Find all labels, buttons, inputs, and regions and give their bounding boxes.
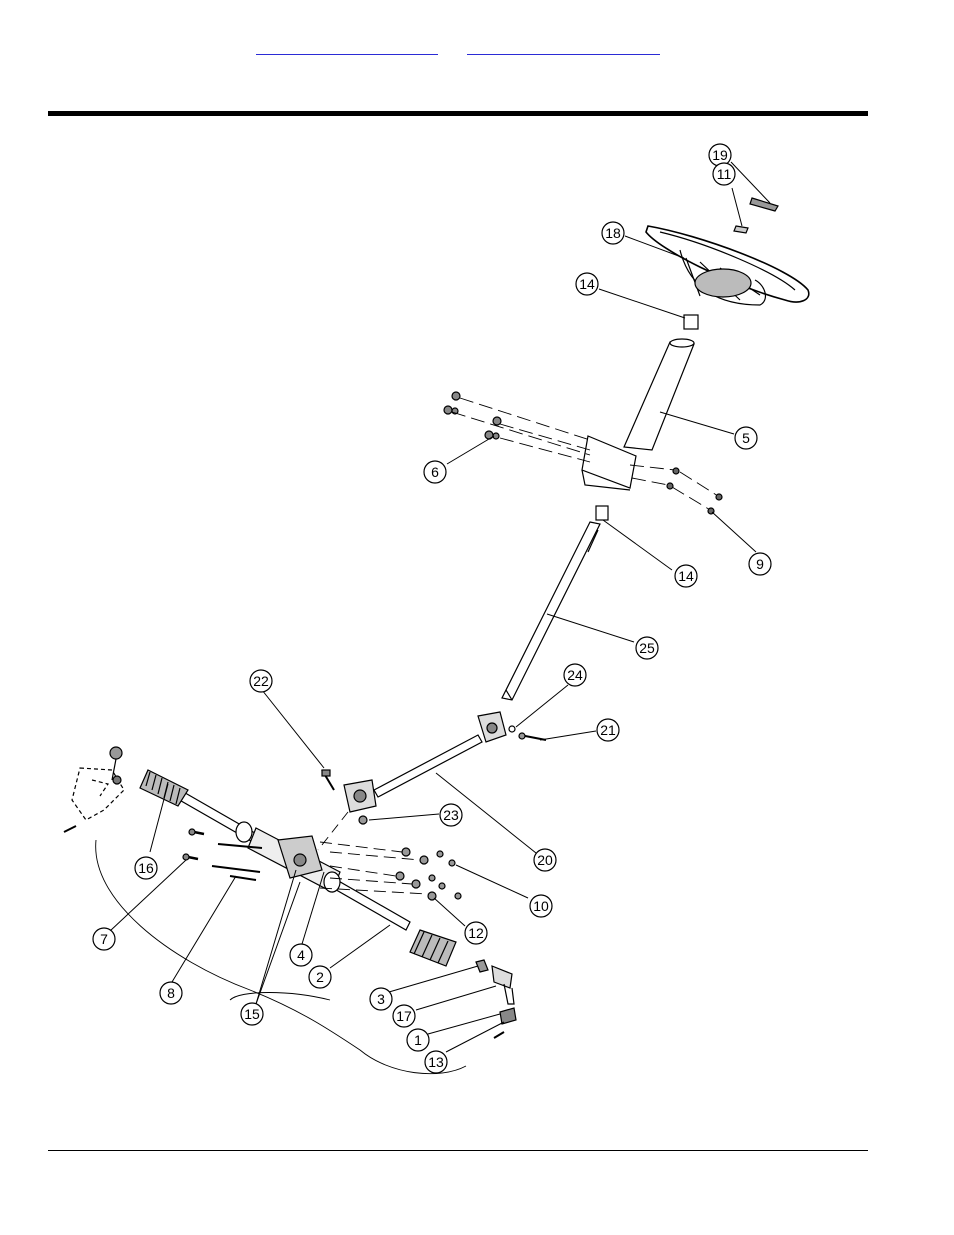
callout-c10: 10 bbox=[530, 895, 552, 917]
callout-label: 6 bbox=[431, 464, 439, 480]
callout-c23: 23 bbox=[440, 804, 462, 826]
callout-label: 10 bbox=[533, 898, 549, 914]
callout-label: 5 bbox=[742, 430, 750, 446]
callout-c24: 24 bbox=[564, 664, 586, 686]
upper-u-joint bbox=[478, 712, 506, 742]
washer-24 bbox=[509, 726, 515, 732]
callout-c3: 3 bbox=[370, 988, 392, 1010]
callout-c9: 9 bbox=[749, 553, 771, 575]
callout-label: 17 bbox=[396, 1008, 412, 1024]
callout-label: 24 bbox=[567, 667, 583, 683]
callout-label: 23 bbox=[443, 807, 459, 823]
steering-rack bbox=[140, 770, 456, 966]
nut-11 bbox=[734, 226, 748, 233]
callout-c4: 4 bbox=[290, 944, 312, 966]
callout-label: 16 bbox=[138, 860, 154, 876]
callout-c14b: 14 bbox=[675, 565, 697, 587]
callout-label: 12 bbox=[468, 925, 484, 941]
bushing-lower bbox=[596, 506, 608, 520]
callout-label: 9 bbox=[756, 556, 764, 572]
callout-c2: 2 bbox=[309, 966, 331, 988]
callout-label: 3 bbox=[377, 991, 385, 1007]
callout-label: 4 bbox=[297, 947, 305, 963]
callout-c17: 17 bbox=[393, 1005, 415, 1027]
callout-c7: 7 bbox=[93, 928, 115, 950]
callout-c22: 22 bbox=[250, 670, 272, 692]
callout-c13: 13 bbox=[425, 1051, 447, 1073]
callout-label: 15 bbox=[244, 1006, 260, 1022]
callout-c14a: 14 bbox=[576, 273, 598, 295]
callout-c8: 8 bbox=[160, 982, 182, 1004]
horn-cap bbox=[750, 198, 778, 211]
callout-label: 25 bbox=[639, 640, 655, 656]
steering-wheel bbox=[646, 226, 809, 305]
callout-c25: 25 bbox=[636, 637, 658, 659]
callout-label: 7 bbox=[100, 931, 108, 947]
bolt-group-6 bbox=[444, 392, 501, 439]
callout-label: 20 bbox=[537, 852, 553, 868]
steering-column bbox=[582, 339, 694, 490]
washers-nuts-10-12 bbox=[396, 848, 461, 900]
callout-label: 14 bbox=[579, 276, 595, 292]
callout-label: 2 bbox=[316, 969, 324, 985]
lower-u-joint bbox=[344, 780, 376, 812]
callout-c6: 6 bbox=[424, 461, 446, 483]
nut-23 bbox=[359, 816, 367, 824]
callout-c20: 20 bbox=[534, 849, 556, 871]
callout-c15: 15 bbox=[241, 1003, 263, 1025]
callout-label: 14 bbox=[678, 568, 694, 584]
callout-c1: 1 bbox=[407, 1029, 429, 1051]
bushing-top bbox=[684, 315, 698, 329]
callout-label: 18 bbox=[605, 225, 621, 241]
nut-group-9 bbox=[667, 468, 722, 514]
callout-c5: 5 bbox=[735, 427, 757, 449]
leader-lines bbox=[110, 162, 770, 1052]
callout-label: 1 bbox=[414, 1032, 422, 1048]
callout-c12: 12 bbox=[465, 922, 487, 944]
callout-label: 8 bbox=[167, 985, 175, 1001]
callout-label: 13 bbox=[428, 1054, 444, 1070]
callout-c19: 19 bbox=[709, 144, 731, 166]
callout-label: 11 bbox=[717, 166, 732, 182]
intermediate-shaft bbox=[374, 735, 482, 797]
callout-label: 22 bbox=[253, 673, 269, 689]
callout-c11: 11 bbox=[713, 163, 735, 185]
callout-c16: 16 bbox=[135, 857, 157, 879]
callout-c18: 18 bbox=[602, 222, 624, 244]
left-tie-rod-end bbox=[64, 747, 124, 832]
callout-label: 21 bbox=[600, 722, 616, 738]
callout-c21: 21 bbox=[597, 719, 619, 741]
callout-label: 19 bbox=[712, 147, 728, 163]
